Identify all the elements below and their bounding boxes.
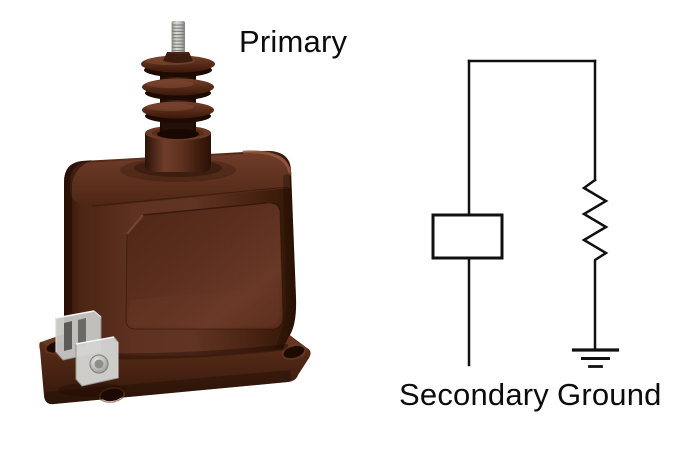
primary-label: Primary bbox=[239, 24, 348, 59]
insulator-stack bbox=[141, 54, 215, 172]
resistor-symbol bbox=[581, 178, 609, 352]
secondary-label: Secondary bbox=[399, 377, 550, 412]
schematic bbox=[431, 59, 620, 368]
ground-label: Ground bbox=[557, 377, 662, 412]
primary-stud bbox=[163, 21, 193, 63]
secondary-terminal-block bbox=[55, 310, 126, 397]
secondary-winding-box bbox=[431, 213, 504, 260]
body-front-panel bbox=[125, 202, 284, 330]
body-edge-highlight bbox=[242, 150, 292, 176]
ground-symbol bbox=[571, 348, 620, 368]
transformer-photo bbox=[39, 21, 311, 405]
